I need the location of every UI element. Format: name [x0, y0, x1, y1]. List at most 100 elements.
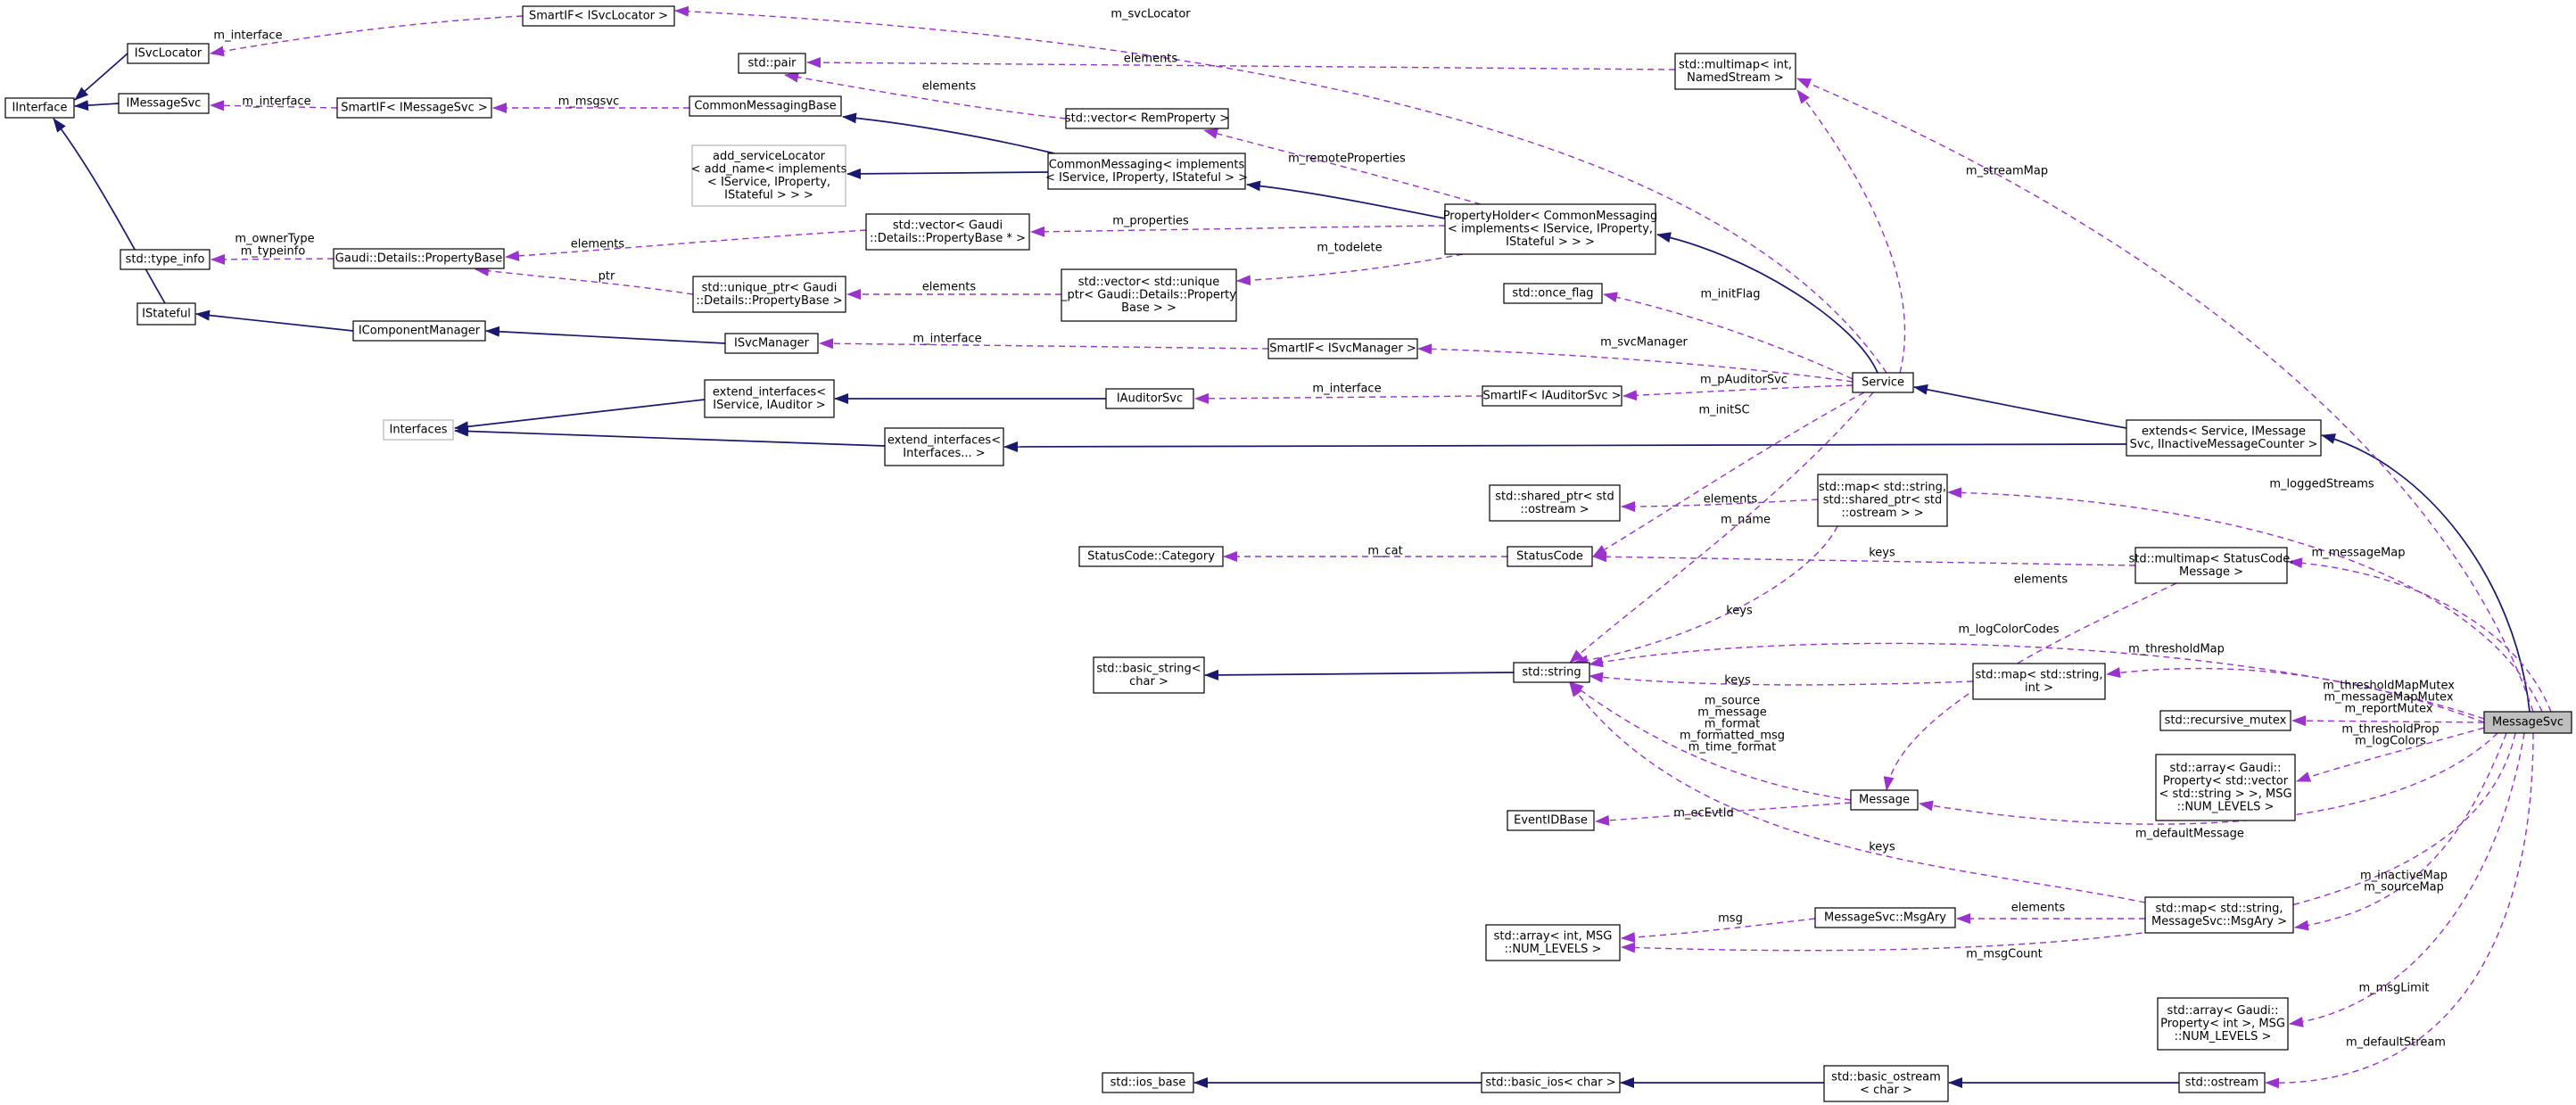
ih-service-edge: [1913, 383, 2127, 429]
node-label: < char >: [1860, 1084, 1912, 1097]
array-int-node[interactable]: std::array< int, MSG::NUM_LEVELS >: [1485, 924, 1621, 961]
edge-label-name: m_name: [1721, 514, 1771, 527]
msgary-node[interactable]: MessageSvc::MsgAry: [1814, 907, 1956, 928]
node-label: std::multimap< StatusCode,: [2129, 552, 2294, 565]
iinterface-node[interactable]: IInterface: [4, 97, 75, 119]
recursive-mutex-node[interactable]: std::recursive_mutex: [2159, 710, 2291, 731]
node-box: [2157, 997, 2289, 1051]
basic-string-node[interactable]: std::basic_string<char >: [1093, 656, 1205, 694]
node-box: [691, 144, 846, 207]
edge-label-pAuditorSvc: m_pAuditorSvc: [1700, 374, 1788, 387]
messagesvc-node[interactable]: MessageSvc: [2483, 711, 2572, 734]
edge-label-svcManager: m_svcManager: [1600, 336, 1688, 350]
commonmessaging-node[interactable]: CommonMessaging< implements< IService, I…: [1045, 153, 1248, 190]
node-box: [1674, 53, 1796, 90]
edge-label-thresholdProp: m_thresholdProp: [2341, 723, 2439, 737]
ue-msglimit-edge: [2289, 732, 2525, 1027]
std-ostream-node[interactable]: std::ostream: [2178, 1072, 2266, 1093]
map-shared-ptr-node[interactable]: std::map< std::string,std::shared_ptr< s…: [1817, 474, 1948, 527]
extends-node[interactable]: extends< Service, IMessageSvc, IInactive…: [2126, 419, 2322, 457]
imessagesvc-node[interactable]: IMessageSvc: [118, 93, 210, 114]
node-label: Property< std::vector: [2163, 774, 2289, 788]
node-label: std::recursive_mutex: [2165, 714, 2287, 728]
ue-statuscode-keys-edge: [1592, 551, 2136, 566]
ue-todelete-edge: [1236, 253, 1464, 286]
array-vector-string-node[interactable]: std::array< Gaudi::Property< std::vector…: [2155, 754, 2296, 821]
edge-label-defaultStream: m_defaultStream: [2346, 1036, 2446, 1050]
ih-propertyholder-edge: [1656, 232, 1878, 374]
node-label: ISvcManager: [734, 337, 810, 350]
node-box: [1481, 1072, 1621, 1093]
edge-label-properties: m_properties: [1112, 215, 1189, 228]
ue-logcolorcodes-edge: [1589, 642, 2485, 720]
basic-ios-node[interactable]: std::basic_ios< char >: [1481, 1072, 1621, 1093]
ue-smartif-isvclocator-edge: [674, 5, 1887, 374]
edges-layer: [53, 5, 2552, 1089]
statuscode-node[interactable]: StatusCode: [1507, 546, 1593, 567]
statuscode-category-node[interactable]: StatusCode::Category: [1078, 546, 1224, 567]
interfaces-node[interactable]: Interfaces: [383, 419, 454, 441]
ue-isvcmanager-edge: [819, 338, 1269, 350]
multimap-statuscode-node[interactable]: std::multimap< StatusCode,Message >: [2129, 547, 2294, 584]
commonmessagingbase-node[interactable]: CommonMessagingBase: [689, 95, 842, 117]
smartif-isvclocator-node[interactable]: SmartIF< ISvcLocator >: [522, 5, 675, 27]
isvclocator-node[interactable]: ISvcLocator: [127, 43, 210, 64]
propertyholder-node[interactable]: PropertyHolder< CommonMessaging< impleme…: [1443, 203, 1658, 255]
std-string-node[interactable]: std::string: [1513, 662, 1590, 683]
iauditorsvc-node[interactable]: IAuditorSvc: [1105, 388, 1194, 409]
node-label: extend_interfaces<: [888, 433, 1001, 447]
extend-interfaces-interfaces-node[interactable]: extend_interfaces<Interfaces... >: [884, 427, 1004, 466]
node-label: SmartIF< ISvcLocator >: [529, 10, 668, 23]
edge-label-msgfields: m_format: [1705, 718, 1761, 731]
std-once-flag-node[interactable]: std::once_flag: [1503, 283, 1603, 304]
istateful-node[interactable]: IStateful: [136, 302, 196, 326]
std-type-info-node[interactable]: std::type_info: [120, 249, 211, 270]
array-property-int-node[interactable]: std::array< Gaudi::Property< int >, MSG:…: [2157, 997, 2289, 1051]
node-box: [1823, 1065, 1949, 1102]
ih-imessagesvc-edge: [74, 100, 120, 111]
isvcmanager-node[interactable]: ISvcManager: [724, 333, 819, 354]
std-pair-node[interactable]: std::pair: [738, 53, 806, 74]
ue-ptr-edge: [475, 265, 694, 295]
edge-label-initFlag: m_initFlag: [1700, 288, 1760, 301]
vector-unique-ptr-node[interactable]: std::vector< std::unique_ptr< Gaudi::Det…: [1061, 268, 1237, 322]
ih-add-servicelocator-edge: [846, 168, 1049, 179]
edge-label-msgSvc1: m_interface: [242, 95, 310, 109]
ue-pair2-edge: [784, 71, 1067, 120]
node-box: [1489, 484, 1621, 522]
smartif-imessagesvc-node[interactable]: SmartIF< IMessageSvc >: [336, 97, 492, 119]
ih-icomponentmanager-edge: [195, 309, 354, 332]
eventidbase-node[interactable]: EventIDBase: [1507, 810, 1595, 831]
node-label: std::vector< RemProperty >: [1065, 112, 1229, 126]
message-node[interactable]: Message: [1850, 789, 1919, 811]
multimap-namedstream-node[interactable]: std::multimap< int,NamedStream >: [1674, 53, 1796, 90]
smartif-isvcmanager-node[interactable]: SmartIF< ISvcManager >: [1267, 338, 1418, 359]
node-label: IAuditorSvc: [1117, 392, 1183, 406]
propertybase-node[interactable]: Gaudi::Details::PropertyBase: [333, 248, 505, 269]
node-label: std::ostream: [2185, 1076, 2258, 1090]
extend-interfaces-iservice-iauditor-node[interactable]: extend_interfaces<IService, IAuditor >: [704, 379, 835, 418]
edge-label-svcLocator2: m_svcLocator: [1110, 8, 1191, 21]
shared-ptr-ostream-node[interactable]: std::shared_ptr< std::ostream >: [1489, 484, 1621, 522]
basic-ostream-node[interactable]: std::basic_ostream< char >: [1823, 1065, 1949, 1102]
node-label: extend_interfaces<: [713, 385, 826, 399]
add-servicelocator-node[interactable]: add_serviceLocator< add_name< implements…: [691, 144, 847, 207]
ue-message-elements-edge: [1883, 582, 2177, 791]
map-msgary-node[interactable]: std::map< std::string,MessageSvc::MsgAry…: [2144, 896, 2294, 934]
unique-ptr-propertybase-node[interactable]: std::unique_ptr< Gaudi::Details::Propert…: [692, 276, 846, 313]
icomponentmanager-node[interactable]: IComponentManager: [352, 320, 486, 342]
service-node[interactable]: Service: [1852, 372, 1914, 393]
node-label: Interfaces: [390, 424, 448, 437]
node-box: [704, 379, 835, 418]
vector-remproperty-node[interactable]: std::vector< RemProperty >: [1065, 108, 1229, 129]
ih-basic-string-edge: [1204, 669, 1515, 680]
smartif-iauditorsvc-node[interactable]: SmartIF< IAuditorSvc >: [1482, 385, 1622, 407]
node-box: [865, 213, 1030, 251]
map-string-int-node[interactable]: std::map< std::string,int >: [1972, 663, 2106, 700]
node-box: [2159, 710, 2291, 731]
node-label: std::basic_ostream: [1831, 1070, 1941, 1084]
node-box: [1513, 662, 1590, 683]
ue-arrayint-msg-edge: [1621, 918, 1816, 944]
ios-base-node[interactable]: std::ios_base: [1102, 1072, 1194, 1093]
vector-propertybase-ptr-node[interactable]: std::vector< Gaudi::Details::PropertyBas…: [865, 213, 1030, 251]
